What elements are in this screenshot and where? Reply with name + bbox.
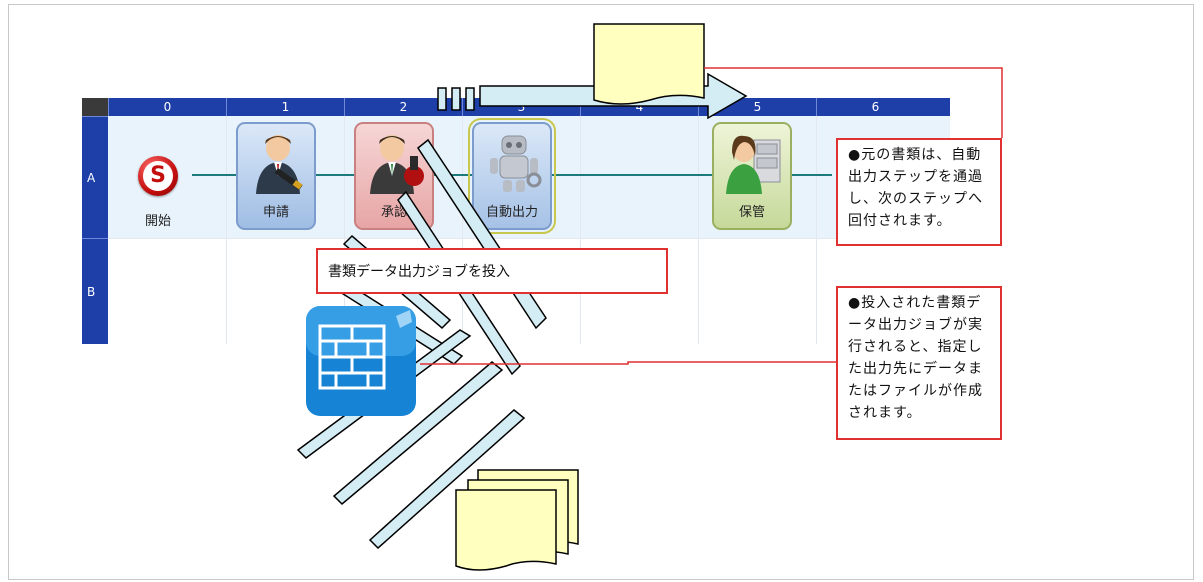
start-letter: S bbox=[143, 161, 173, 191]
job-flow-strips bbox=[296, 138, 547, 550]
auto-output-step-label: 自動出力 bbox=[485, 205, 538, 220]
row-header-b: B bbox=[82, 238, 108, 344]
apply-step-label: 申請 bbox=[262, 205, 289, 220]
apply-step-node[interactable]: 申請 bbox=[236, 122, 316, 230]
start-node-icon[interactable]: S bbox=[138, 156, 178, 196]
column-header-3: 3 bbox=[462, 98, 580, 116]
robot-icon bbox=[490, 135, 542, 192]
original-document-icon bbox=[593, 23, 705, 105]
approve-step-label: 承認 bbox=[380, 205, 407, 220]
grid-line bbox=[698, 116, 699, 344]
grid-line bbox=[580, 116, 581, 344]
submit-job-callout: 書類データ出力ジョブを投入 bbox=[316, 248, 668, 294]
person-with-pen-icon bbox=[256, 135, 303, 194]
column-header-2: 2 bbox=[344, 98, 462, 116]
store-step-node[interactable]: 保管 bbox=[712, 122, 792, 230]
column-header-5: 5 bbox=[698, 98, 816, 116]
approve-step-node[interactable]: 承認 bbox=[354, 122, 434, 230]
firewall-icon bbox=[306, 306, 416, 416]
job-executed-callout: ●投入された書類データ出力ジョブが実行されると、指定した出力先にデータまたはファ… bbox=[836, 286, 1002, 440]
original-document-callout: ●元の書類は、自動出力ステップを通過し、次のステップへ回付されます。 bbox=[836, 138, 1002, 246]
grid-line bbox=[816, 116, 817, 344]
start-label: 開始 bbox=[144, 214, 171, 229]
row-header-a: A bbox=[82, 116, 108, 238]
grid-line bbox=[344, 116, 345, 344]
auto-output-step-node[interactable]: 自動出力 bbox=[468, 118, 556, 234]
grid-line bbox=[462, 116, 463, 344]
callout-connectors bbox=[420, 67, 1003, 365]
diagram-frame bbox=[8, 4, 1194, 580]
column-header-1: 1 bbox=[226, 98, 344, 116]
grid-line bbox=[108, 238, 950, 239]
person-with-cabinet-icon bbox=[726, 135, 781, 194]
column-header-4: 4 bbox=[580, 98, 698, 116]
column-header-6: 6 bbox=[816, 98, 934, 116]
person-with-stamp-icon bbox=[370, 135, 424, 194]
grid-line bbox=[226, 116, 227, 344]
grid-corner bbox=[82, 98, 108, 116]
output-files-icon bbox=[455, 469, 579, 571]
store-step-label: 保管 bbox=[738, 205, 765, 220]
column-header-0: 0 bbox=[108, 98, 226, 116]
